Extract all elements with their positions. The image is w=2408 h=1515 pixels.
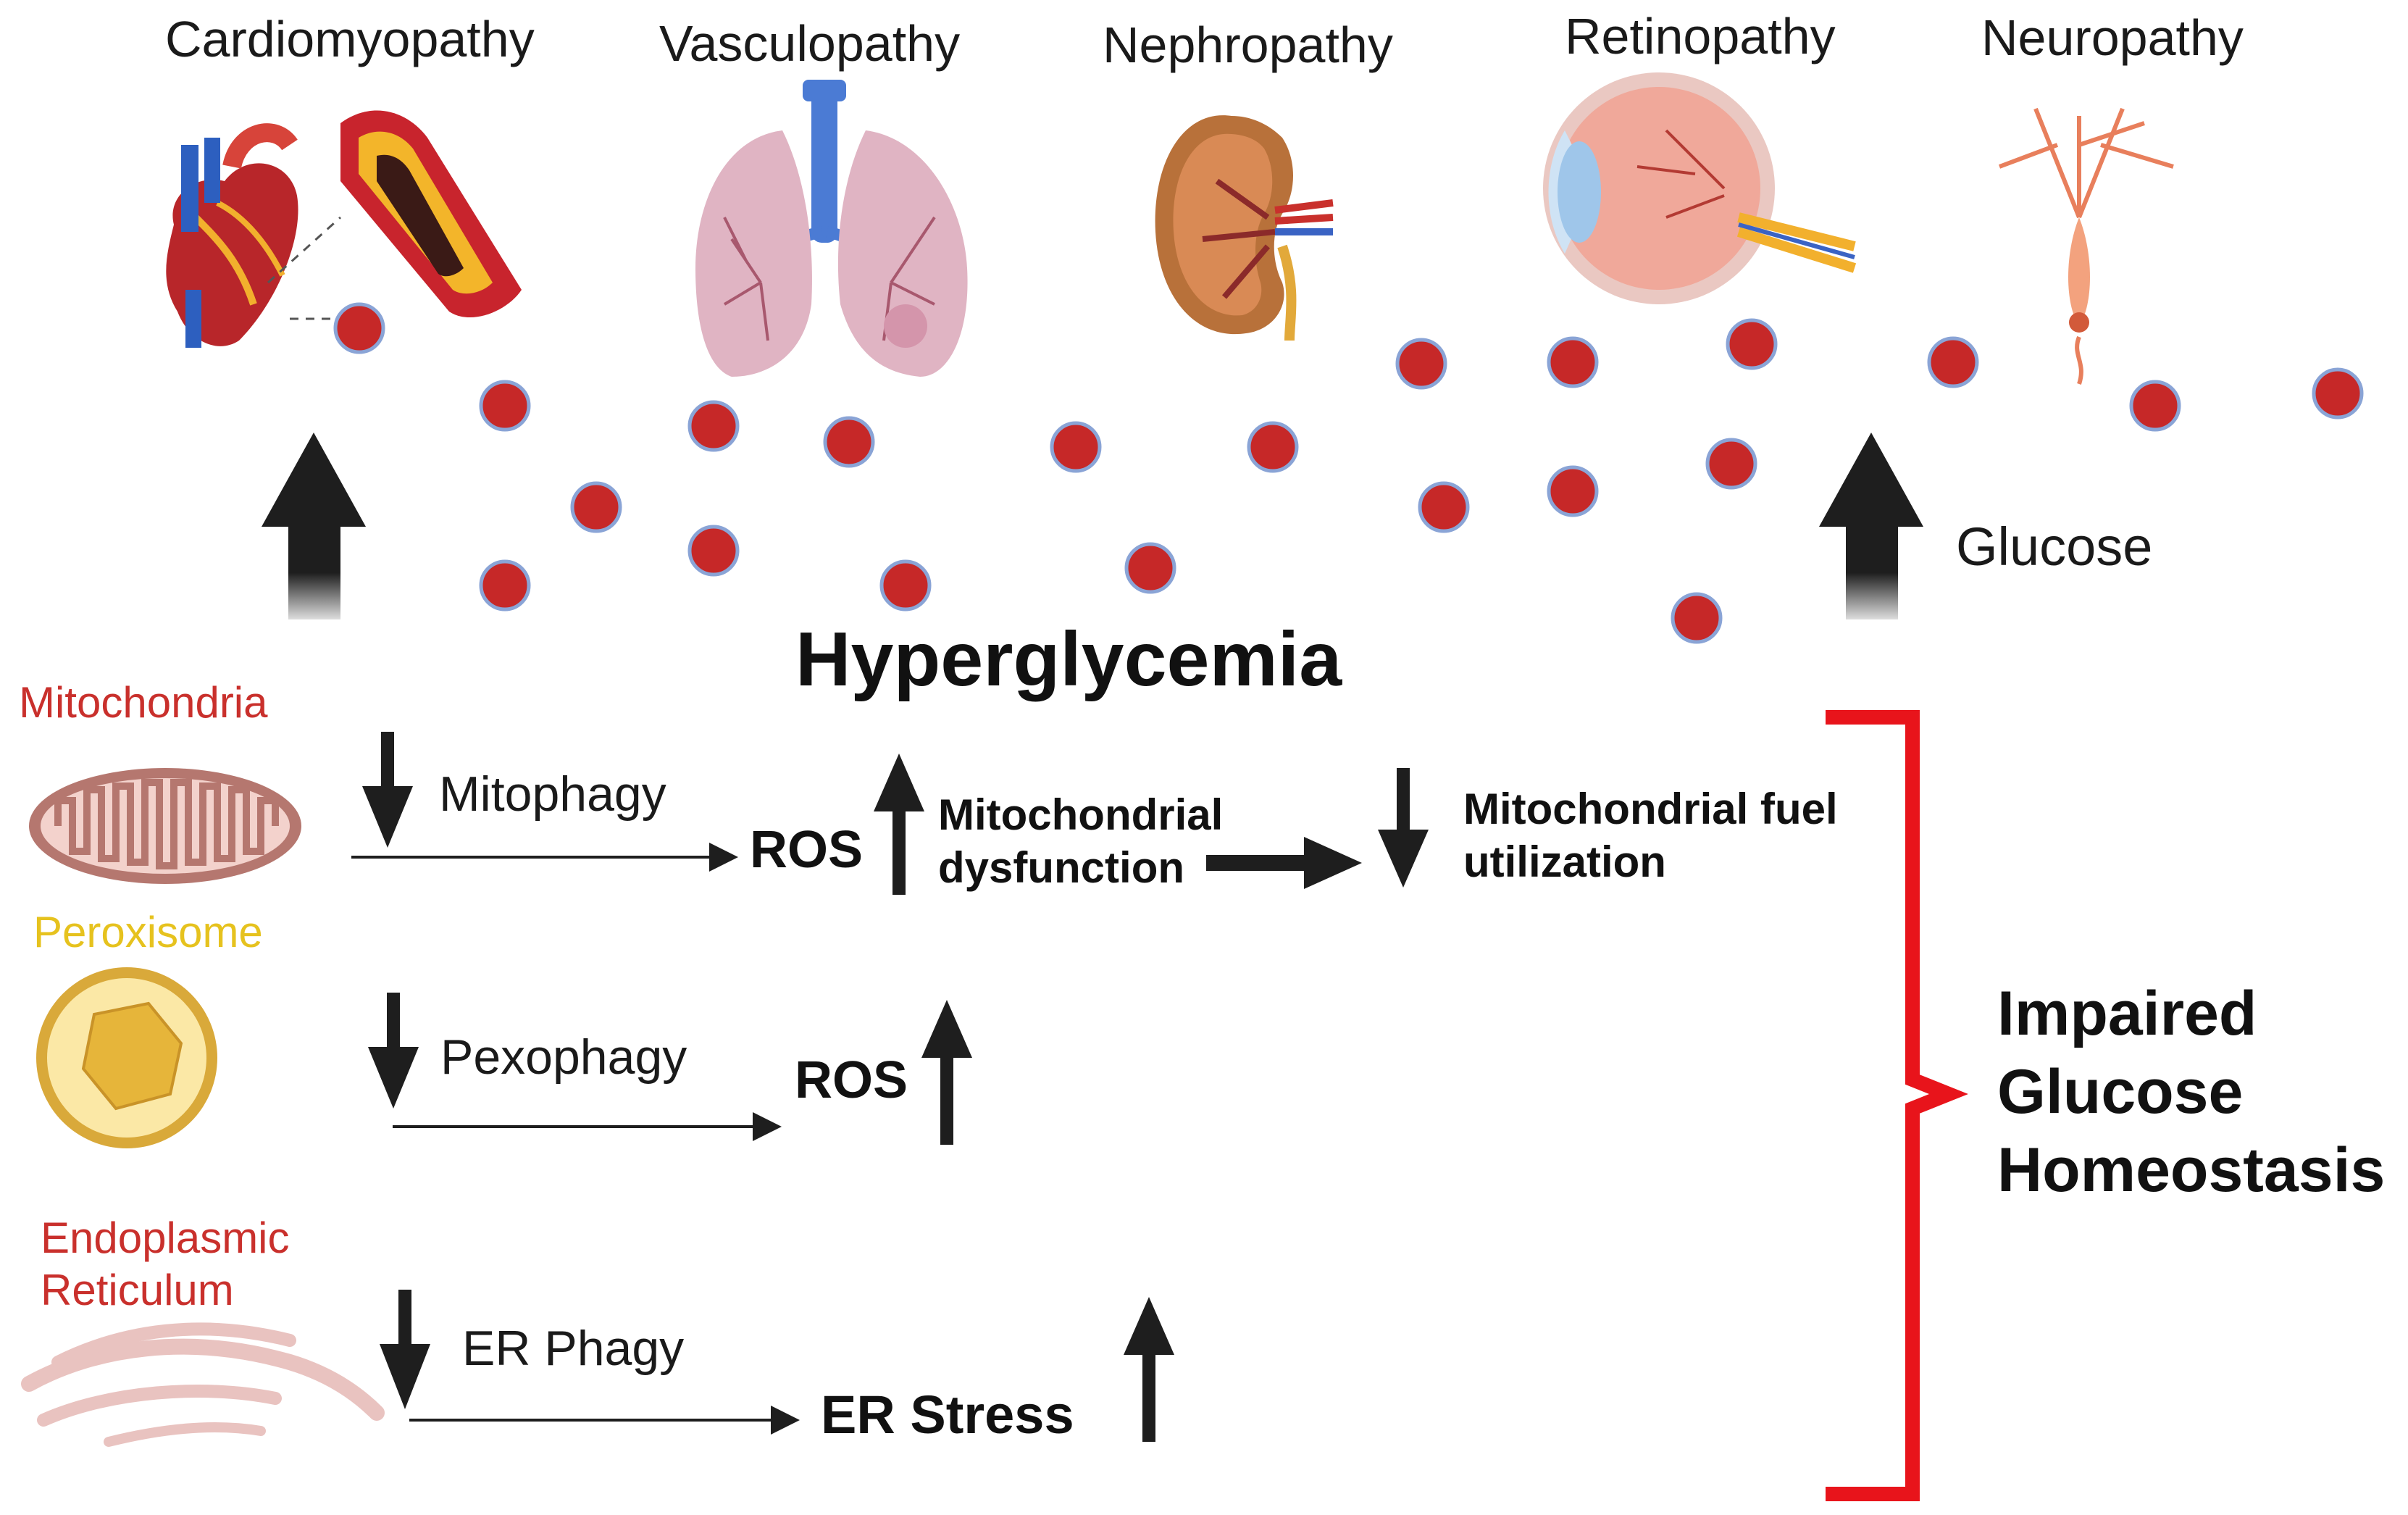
peroxisome-icon <box>36 967 217 1148</box>
outcome-bracket <box>1826 710 1968 1501</box>
glucose-dot <box>479 380 531 432</box>
ros-label-1: ROS <box>750 821 864 879</box>
mitophagy-label: Mitophagy <box>439 767 666 822</box>
pexophagy-down-arrow <box>368 993 419 1109</box>
glucose-dot <box>2129 380 2181 432</box>
label-cardiomyopathy: Cardiomyopathy <box>165 11 535 67</box>
fuel-down-arrow <box>1378 768 1429 888</box>
hyperglycemia-arrow-left <box>262 433 366 619</box>
er-label-line1: Endoplasmic <box>41 1214 290 1262</box>
label-vasculopathy: Vasculopathy <box>659 15 961 72</box>
glucose-dot <box>1395 338 1447 390</box>
glucose-dot <box>479 559 531 612</box>
glucose-label: Glucose <box>1956 517 2153 577</box>
glucose-dot <box>1124 542 1176 594</box>
ros-label-2: ROS <box>795 1051 908 1109</box>
mitophagy-down-arrow <box>362 732 413 848</box>
glucose-molecules <box>333 302 2364 644</box>
pexophagy-label: Pexophagy <box>440 1030 687 1085</box>
mito-dysfunction-line2: dysfunction <box>938 843 1184 892</box>
glucose-dot <box>1418 481 1470 533</box>
glucose-dot <box>823 416 875 468</box>
outcome-line1: Impaired <box>1997 979 2257 1048</box>
fuel-utilization-line1: Mitochondrial fuel <box>1463 785 1838 833</box>
label-nephropathy: Nephropathy <box>1103 17 1393 73</box>
glucose-dot <box>1547 465 1599 517</box>
label-retinopathy: Retinopathy <box>1565 8 1836 64</box>
glucose-dot <box>2312 367 2364 420</box>
er-stress-label: ER Stress <box>821 1385 1074 1445</box>
glucose-dot <box>1726 318 1778 370</box>
glucose-dot <box>1050 421 1102 473</box>
er-phagy-label: ER Phagy <box>462 1321 685 1376</box>
ros-up-arrow <box>874 754 924 895</box>
glucose-dot <box>1547 336 1599 388</box>
dysfunction-to-fuel-arrow <box>1206 837 1362 889</box>
glucose-dot <box>1705 438 1757 490</box>
outcome-line3: Homeostasis <box>1997 1135 2386 1205</box>
er-label-line2: Reticulum <box>41 1266 234 1314</box>
peroxisome-label: Peroxisome <box>33 908 263 956</box>
label-neuropathy: Neuropathy <box>1981 9 2244 66</box>
glucose-dot <box>570 481 622 533</box>
mitochondria-icon <box>29 768 301 884</box>
glucose-dot <box>687 400 740 452</box>
er-phagy-down-arrow <box>380 1290 430 1409</box>
glucose-dot <box>1671 592 1723 644</box>
outcome-line2: Glucose <box>1997 1057 2244 1127</box>
hyperglycemia-title: Hyperglycemia <box>795 617 1342 702</box>
neuron-icon <box>1998 107 2174 385</box>
mito-dysfunction-line1: Mitochondrial <box>938 790 1224 839</box>
glucose-dot <box>1927 336 1979 388</box>
er-stress-up-arrow <box>1124 1297 1174 1442</box>
heart-icon <box>166 110 522 348</box>
eye-icon <box>1543 72 1857 304</box>
glucose-dot <box>1247 421 1299 473</box>
fuel-utilization-line2: utilization <box>1463 838 1666 886</box>
ros2-up-arrow <box>921 1000 972 1145</box>
mitochondria-label: Mitochondria <box>19 678 268 727</box>
glucose-dot <box>333 302 385 354</box>
hyperglycemia-arrow-right <box>1819 433 1923 619</box>
er-icon <box>21 1322 385 1447</box>
kidney-icon <box>1155 115 1334 341</box>
glucose-dot <box>879 559 932 612</box>
lungs-icon <box>695 80 968 377</box>
glucose-dot <box>687 525 740 577</box>
